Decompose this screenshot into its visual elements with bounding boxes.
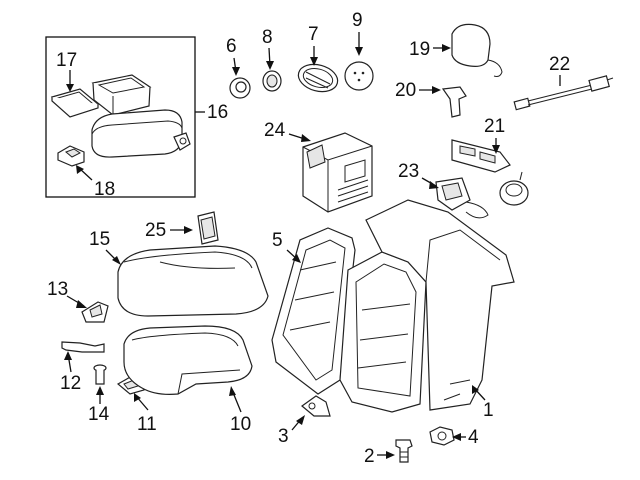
part-13-bracket[interactable]: [81, 301, 109, 323]
part-14-bolt[interactable]: [93, 364, 107, 385]
callout-16: 16: [207, 102, 228, 123]
callout-8: 8: [262, 27, 273, 48]
part-19-headrest[interactable]: [451, 23, 503, 77]
part-3-bracket[interactable]: [301, 395, 331, 417]
callout-19: 19: [409, 39, 430, 60]
part-1-seat-back[interactable]: [365, 199, 515, 411]
callout-24: 24: [264, 120, 286, 141]
callout-17: 17: [56, 50, 77, 71]
callout-14: 14: [88, 404, 110, 425]
callout-22: 22: [549, 54, 570, 75]
callout-2: 2: [364, 446, 375, 467]
callout-11: 11: [137, 414, 157, 435]
part-10-seat-pad[interactable]: [123, 325, 253, 395]
part-7-cover[interactable]: [295, 60, 340, 95]
part-6-grommet[interactable]: [229, 77, 251, 99]
part-2-bolt[interactable]: [395, 439, 413, 463]
part-5-seat-back-frame[interactable]: [271, 227, 427, 413]
callout-5: 5: [272, 230, 283, 251]
callout-4: 4: [468, 427, 479, 448]
part-21-motor[interactable]: [451, 139, 529, 206]
callout-12: 12: [60, 373, 81, 394]
part-18-bracket[interactable]: [57, 145, 85, 167]
callout-21: 21: [484, 116, 505, 137]
armrest-inset-box: [45, 36, 196, 198]
part-22-cable[interactable]: [513, 75, 614, 111]
part-4-nut[interactable]: [429, 426, 455, 446]
part-12-hook[interactable]: [61, 341, 105, 353]
part-8-ring[interactable]: [262, 70, 282, 92]
part-17-tray[interactable]: [50, 88, 100, 118]
callout-20: 20: [395, 80, 416, 101]
callout-25: 25: [145, 220, 166, 241]
callout-6: 6: [226, 36, 237, 57]
callout-3: 3: [278, 426, 289, 447]
callout-15: 15: [89, 229, 110, 250]
part-15-seat-cover[interactable]: [117, 245, 269, 317]
part-25-clip[interactable]: [197, 211, 219, 245]
callout-13: 13: [47, 279, 68, 300]
callout-18: 18: [94, 179, 115, 200]
armrest-storage-box[interactable]: [91, 74, 152, 116]
callout-9: 9: [352, 10, 363, 31]
part-9-disc[interactable]: [344, 61, 374, 91]
part-23-switch[interactable]: [435, 177, 489, 219]
part-20-bracket[interactable]: [441, 86, 467, 118]
callout-23: 23: [398, 161, 419, 182]
part-24-module[interactable]: [302, 132, 373, 213]
armrest-body[interactable]: [91, 109, 191, 158]
callout-1: 1: [483, 400, 494, 421]
callout-7: 7: [308, 24, 319, 45]
callout-10: 10: [230, 414, 251, 435]
